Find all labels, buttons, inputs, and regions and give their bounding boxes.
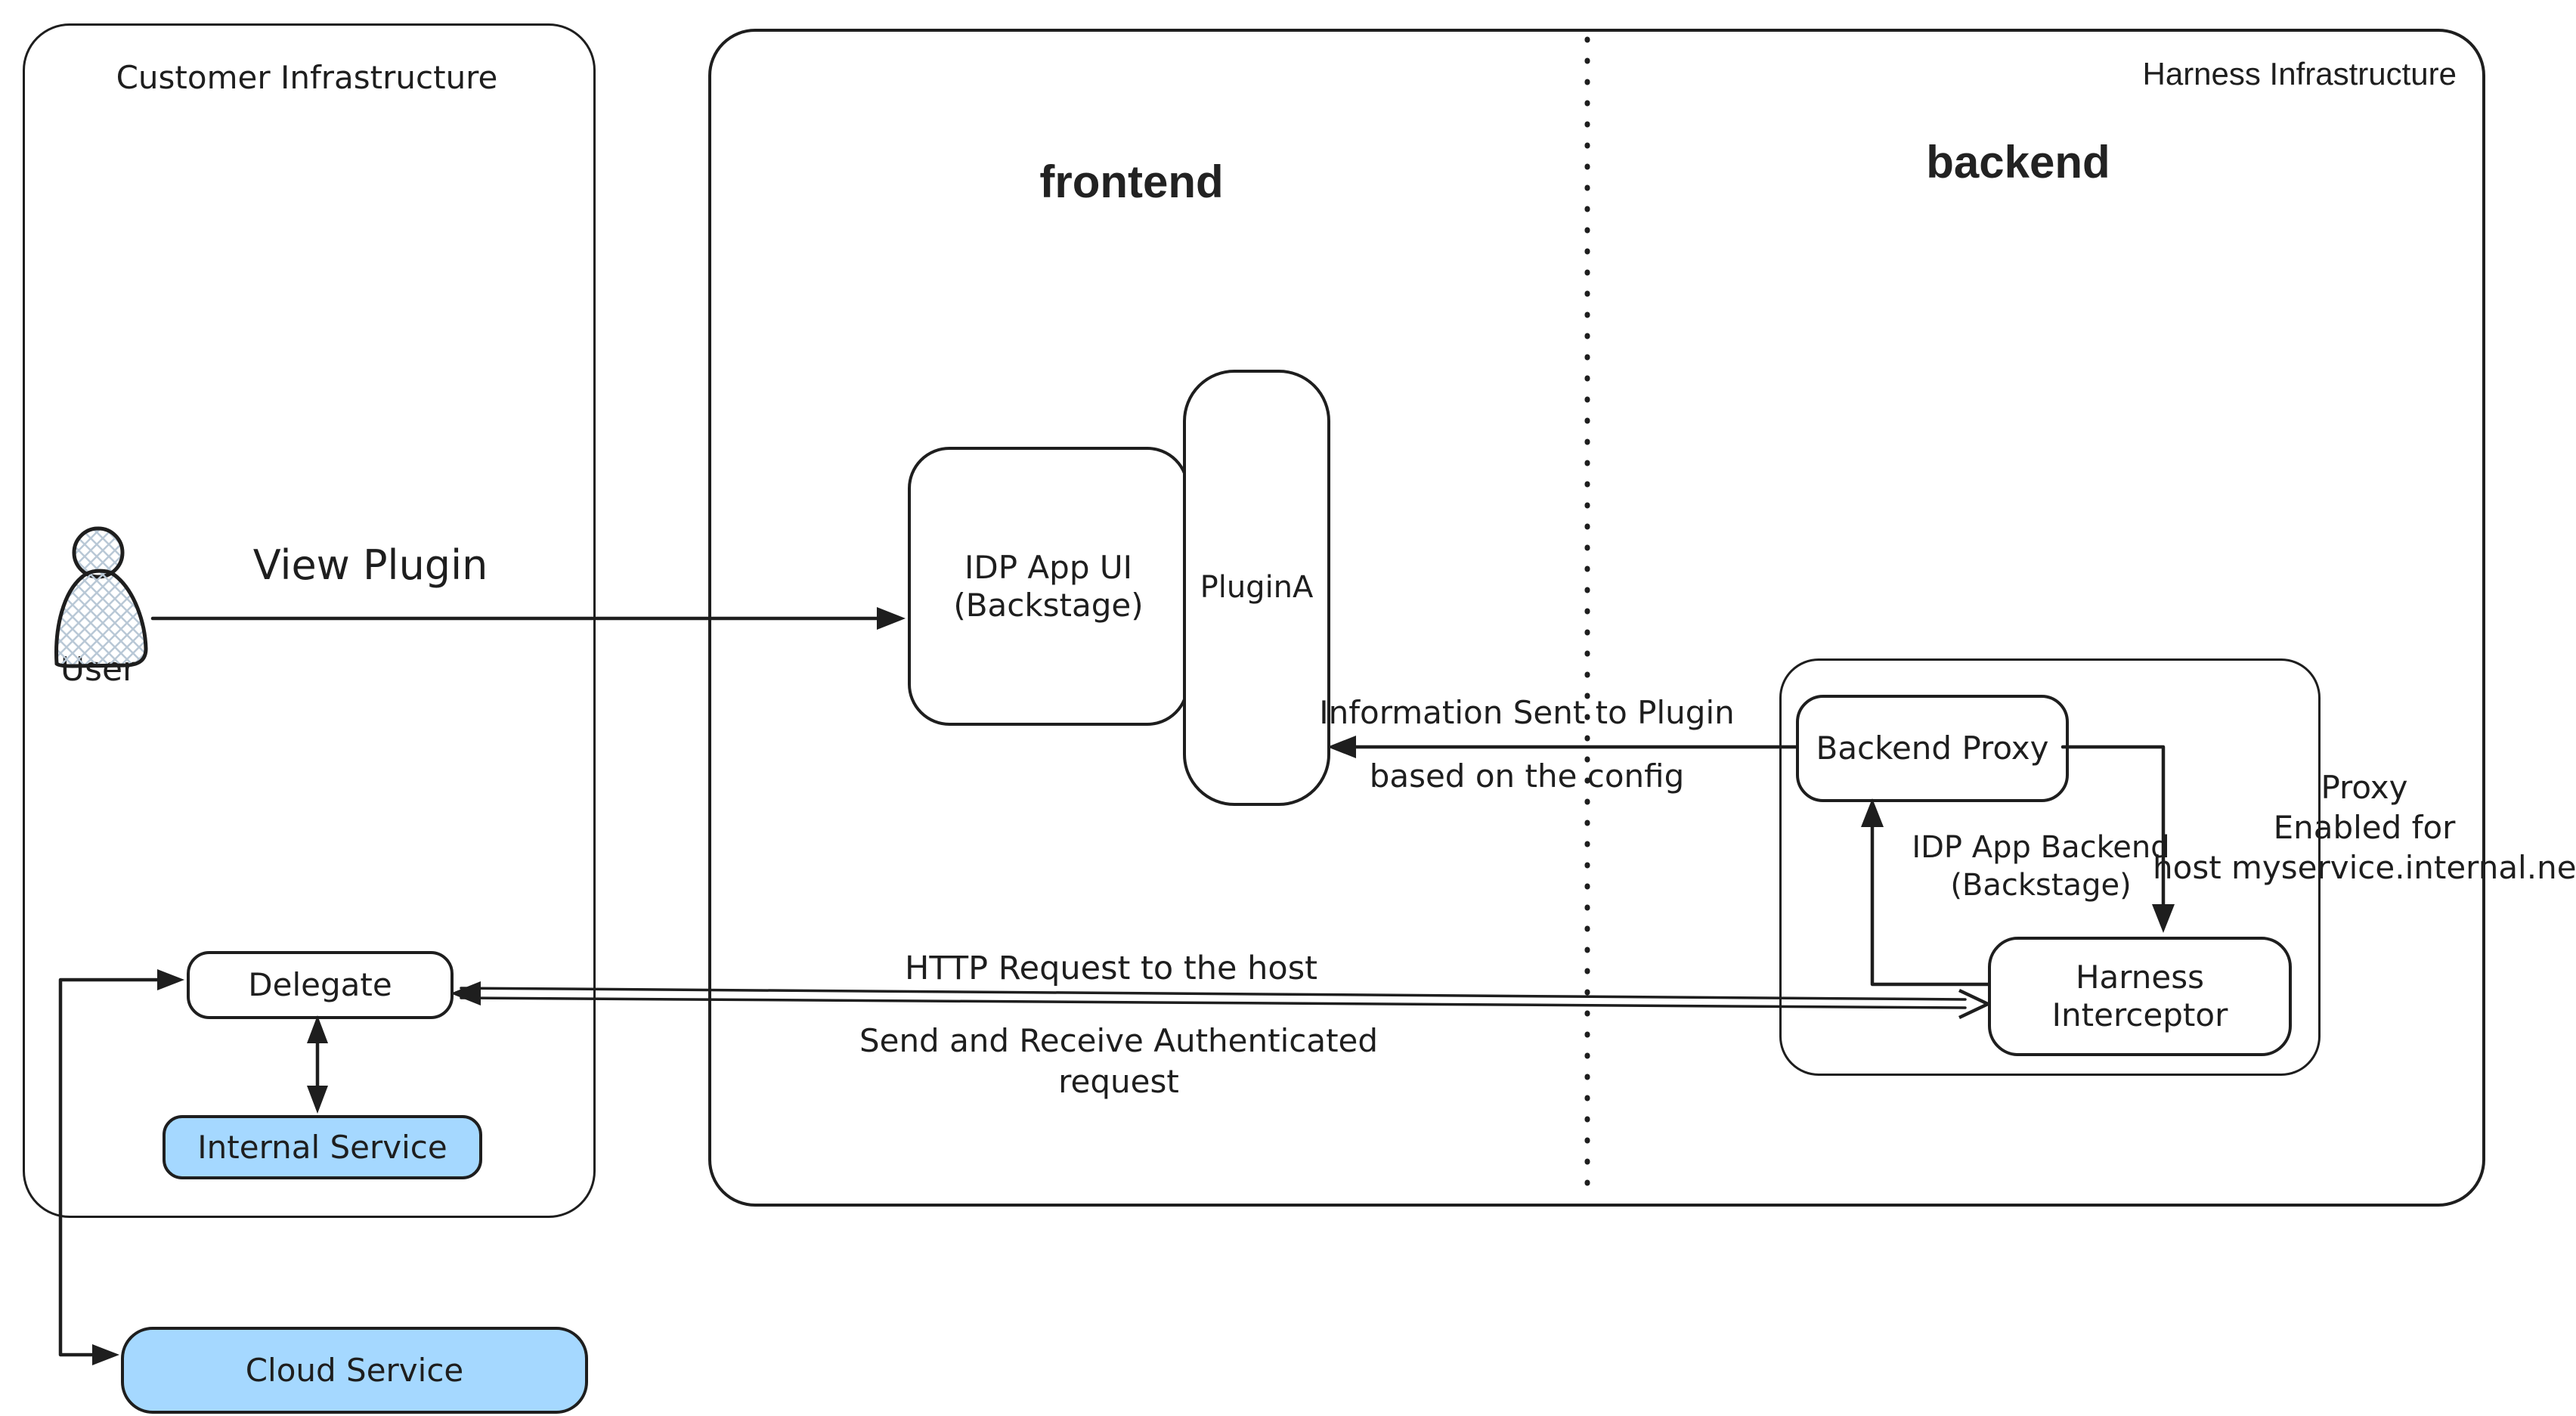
node-cloud-service: Cloud Service (121, 1327, 588, 1414)
harness-infrastructure-title: Harness Infrastructure (2142, 56, 2457, 91)
node-idp-app-ui: IDP App UI(Backstage) (908, 447, 1189, 726)
idp-app-backend-label: IDP App Backend (Backstage) (1912, 830, 2170, 903)
frontend-section-label: frontend (1039, 156, 1224, 207)
backend-section-label: backend (1926, 137, 2110, 187)
http-request-label: HTTP Request to the host (905, 950, 1317, 987)
node-delegate: Delegate (187, 951, 454, 1019)
info-sent-label-line1: Information Sent to Plugin (1319, 694, 1735, 731)
node-plugin-a: PluginA (1183, 370, 1330, 806)
send-receive-label-line2: request (1058, 1063, 1179, 1100)
user-label: User (60, 650, 137, 689)
customer-infrastructure-box (23, 23, 596, 1218)
customer-infrastructure-title: Customer Infrastructure (116, 59, 498, 96)
send-receive-label-line1: Send and Receive Authenticated (859, 1022, 1379, 1059)
view-plugin-label: View Plugin (252, 541, 488, 589)
info-sent-label-line2: based on the config (1369, 758, 1685, 795)
node-internal-service: Internal Service (163, 1115, 482, 1179)
proxy-enabled-note: Proxy Enabled for host myservice.interna… (2153, 769, 2576, 886)
node-backend-proxy: Backend Proxy (1796, 695, 2069, 802)
